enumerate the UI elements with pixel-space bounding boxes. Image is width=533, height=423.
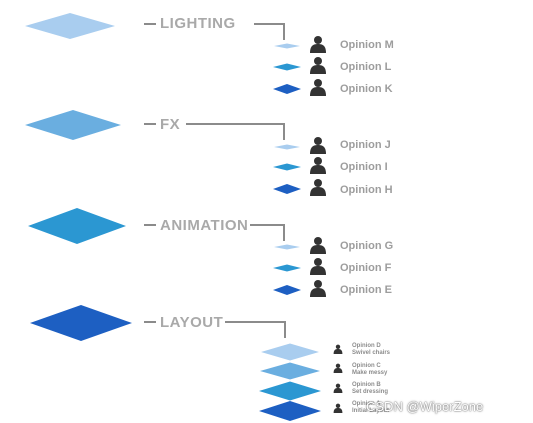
opinion-layer-h: [273, 184, 301, 194]
person-icon: [333, 344, 343, 354]
opinion-layer-f: [273, 264, 301, 272]
opinion-layer-e: [273, 285, 301, 295]
opinion-layer-g: [274, 244, 300, 250]
opinion-e-label: Opinion E: [340, 284, 392, 296]
connector-line-animation: [250, 224, 285, 241]
person-icon: [310, 79, 326, 96]
section-layer-fx: [25, 110, 121, 140]
opinion-layer-l: [273, 63, 301, 71]
opinion-layer-c: [260, 362, 320, 380]
person-icon: [333, 383, 343, 393]
opinion-layer-k: [273, 84, 301, 94]
opinion-h-label: Opinion H: [340, 184, 393, 196]
person-icon: [310, 237, 326, 254]
opinion-f-label: Opinion F: [340, 262, 392, 274]
opinion-j-label: Opinion J: [340, 139, 391, 151]
person-icon: [310, 157, 326, 174]
section-label-animation: ANIMATION: [160, 217, 249, 234]
opinion-layer-b: [259, 381, 321, 401]
person-icon: [310, 137, 326, 154]
person-icon: [333, 403, 343, 413]
opinion-layer-i: [273, 163, 301, 171]
section-layer-animation: [28, 208, 126, 244]
person-icon: [310, 36, 326, 53]
person-icon: [310, 258, 326, 275]
watermark: CSDN @WiperZone: [366, 399, 484, 414]
opinion-m-label: Opinion M: [340, 39, 394, 51]
section-layer-layout: [30, 305, 132, 341]
person-icon: [310, 280, 326, 297]
opinion-i-label: Opinion I: [340, 161, 388, 173]
opinion-g-label: Opinion G: [340, 240, 394, 252]
connector-line-layout: [225, 321, 286, 338]
opinion-layer-m: [274, 43, 300, 49]
person-icon: [333, 363, 343, 373]
opinion-l-label: Opinion L: [340, 61, 392, 73]
person-icon: [310, 57, 326, 74]
connector-line-fx: [186, 123, 285, 140]
section-label-layout: LAYOUT: [160, 314, 224, 331]
section-label-lighting: LIGHTING: [160, 15, 236, 32]
section-label-fx: FX: [160, 116, 181, 133]
opinion-k-label: Opinion K: [340, 83, 393, 95]
person-icon: [310, 179, 326, 196]
opinion-layer-a: [259, 401, 321, 421]
opinion-layer-d: [261, 343, 319, 361]
section-layer-lighting: [25, 13, 115, 39]
connector-line-lighting: [254, 23, 285, 40]
opinion-layer-j: [274, 144, 300, 150]
